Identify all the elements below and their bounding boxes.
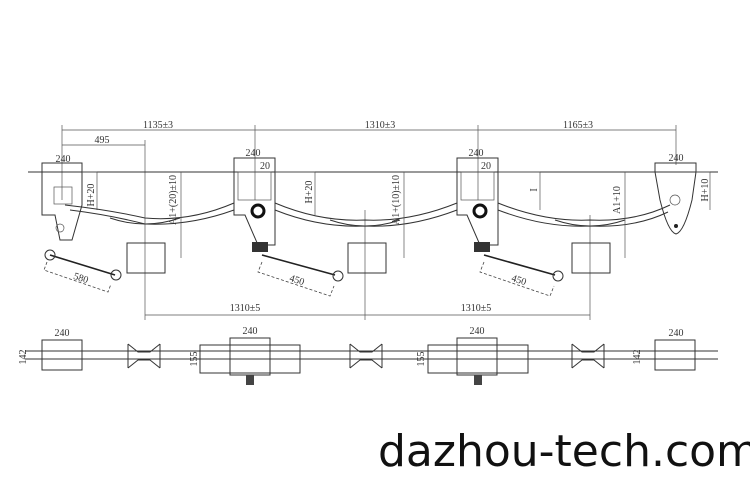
rod-length-2: 450 xyxy=(288,273,306,288)
rod-length-3: 450 xyxy=(510,273,528,288)
top-width-3: 240 xyxy=(470,326,485,337)
height-4: H+10 xyxy=(700,179,711,202)
leaf-springs xyxy=(64,202,671,227)
hanger-width-4: 240 xyxy=(669,153,684,164)
top-width-1: 240 xyxy=(55,328,70,339)
height-3: I xyxy=(529,188,540,191)
bottom-dim-1: 1310±5 xyxy=(230,303,261,314)
hanger-slot-2: 20 xyxy=(481,161,491,172)
hanger-front xyxy=(41,162,98,241)
dim-1165: 1165±3 xyxy=(563,120,593,131)
hanger-mid-1 xyxy=(233,157,316,252)
top-dimension-line xyxy=(61,125,677,320)
hanger-width-3: 240 xyxy=(469,148,484,159)
bottom-dim-2: 1310±5 xyxy=(461,303,492,314)
axle-height-1: A1+(20)±10 xyxy=(168,175,179,225)
torque-rods xyxy=(43,249,564,297)
top-width-4: 240 xyxy=(669,328,684,339)
hanger-mid-2 xyxy=(456,157,541,252)
top-height-4: 142 xyxy=(632,350,643,365)
top-view xyxy=(25,337,718,385)
top-height-1: 142 xyxy=(18,350,29,365)
watermark: dazhou-tech.com xyxy=(378,426,750,477)
hanger-width-2: 240 xyxy=(246,148,261,159)
hanger-width-1: 240 xyxy=(56,154,71,165)
axle-seats xyxy=(126,242,611,274)
rod-length-1: 580 xyxy=(72,271,90,286)
hanger-slot-1: 20 xyxy=(260,161,270,172)
top-height-3: 155 xyxy=(416,352,427,367)
top-width-2: 240 xyxy=(243,326,258,337)
height-1: H+20 xyxy=(86,184,97,207)
axle-height-3: A1+10 xyxy=(612,186,623,214)
axle-height-2: A1+(10)±10 xyxy=(391,175,402,225)
height-2: H+20 xyxy=(304,181,315,204)
dim-1135: 1135±3 xyxy=(143,120,173,131)
dim-495: 495 xyxy=(95,135,110,146)
dim-1310: 1310±3 xyxy=(365,120,396,131)
top-height-2: 155 xyxy=(189,352,200,367)
